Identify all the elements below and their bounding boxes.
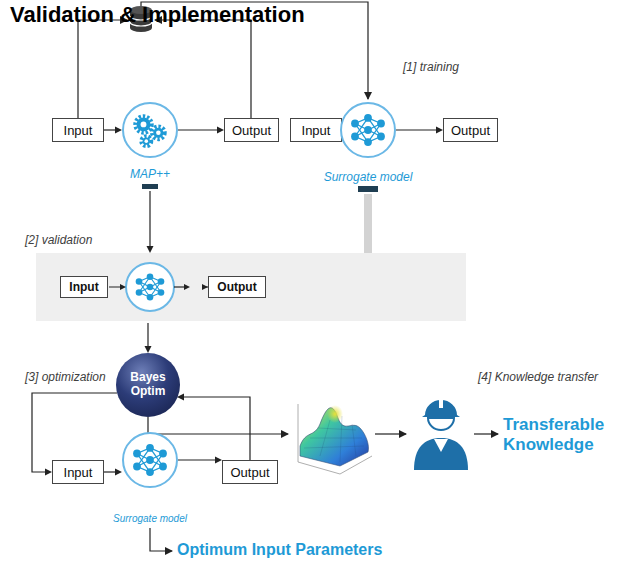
- flow-arrow: [177, 394, 250, 461]
- model-circle: Surrogate model: [340, 102, 396, 158]
- validation-panel: [2] validationInputOutput: [36, 253, 466, 321]
- flow-arrow: [178, 127, 224, 134]
- model-name: Surrogate model: [324, 170, 413, 184]
- flow-arrow: [147, 191, 154, 253]
- result-label: Transferable Knowledge: [503, 415, 621, 456]
- step-label: [3] optimization: [25, 370, 106, 384]
- io-box: Input: [290, 118, 342, 142]
- flow-arrow: [104, 469, 122, 476]
- box-label: Output: [232, 123, 271, 138]
- optimizer-circle: Bayes Optim: [116, 353, 180, 417]
- gear-icon: [124, 104, 176, 156]
- box-label: Output: [230, 465, 269, 480]
- model-name: MAP++: [130, 167, 170, 181]
- network-icon: [124, 434, 176, 486]
- flow-arrow: [104, 127, 122, 134]
- io-box: Output: [224, 118, 279, 142]
- step-heading: [2] validation: [25, 233, 92, 247]
- box-label: Input: [64, 123, 93, 138]
- box-label: Input: [302, 123, 331, 138]
- io-box: Output: [222, 460, 278, 484]
- model-bar: [142, 184, 158, 189]
- box-label: Input: [69, 280, 98, 294]
- box-label: Output: [451, 123, 490, 138]
- model-circle: Surrogate model: [122, 432, 178, 488]
- worker-icon: [414, 400, 468, 470]
- model-circle: MAP++: [122, 102, 178, 158]
- flow-arrow: [396, 127, 443, 134]
- io-box: Input: [52, 118, 104, 142]
- diagram-title: Validation & Implementation: [10, 2, 305, 28]
- model-bar: [358, 186, 378, 192]
- flow-arrow: [145, 323, 152, 353]
- io-box: Input: [52, 460, 104, 484]
- network-icon: [136, 273, 165, 300]
- flow-arrow: [178, 457, 222, 464]
- surface-plot: [298, 404, 372, 474]
- box-label: Input: [64, 465, 93, 480]
- io-box: Input: [60, 276, 108, 298]
- step-label: [1] training: [403, 60, 459, 74]
- optimizer-label: Bayes Optim: [122, 371, 174, 399]
- network-icon: [342, 104, 394, 156]
- io-box: Output: [208, 276, 266, 298]
- io-box: Output: [443, 118, 498, 142]
- result-label: Optimum Input Parameters: [177, 541, 382, 559]
- box-label: Output: [217, 280, 256, 294]
- model-name: Surrogate model: [113, 513, 187, 524]
- step-label: [4] Knowledge transfer: [478, 370, 598, 384]
